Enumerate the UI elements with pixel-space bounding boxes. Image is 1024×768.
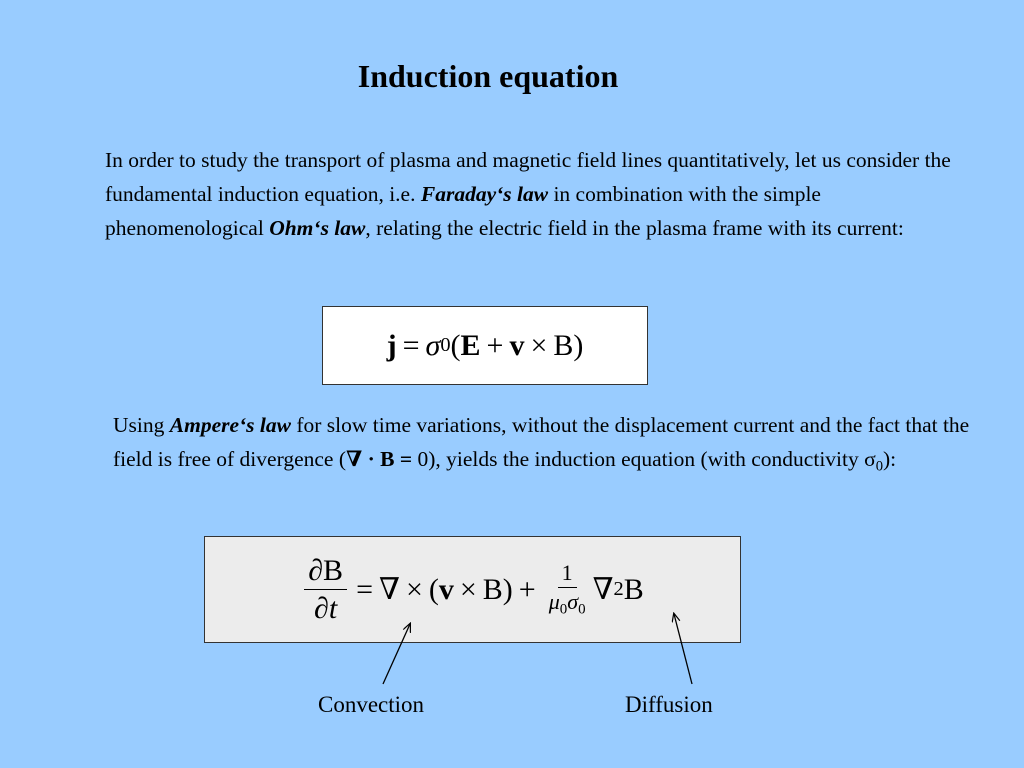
eq1-cross: × xyxy=(530,328,548,362)
eq2-velocity-v: v xyxy=(438,572,454,606)
slide-title: Induction equation xyxy=(357,58,619,94)
mu-symbol: μ xyxy=(548,589,560,615)
eq2-field-b-2: B xyxy=(623,572,644,606)
diffusivity-numerator: 1 xyxy=(557,560,577,589)
time-derivative-fraction: ∂B ∂t xyxy=(304,554,348,625)
laplacian-exponent: 2 xyxy=(613,578,624,600)
diffusivity-fraction: 1 μ0σ0 xyxy=(545,560,590,618)
eq2-close-paren: ) xyxy=(502,572,513,606)
eq1-equals: = xyxy=(402,328,420,362)
eq1-current-j: j xyxy=(386,328,397,362)
ampere-paragraph: Using Ampere‘s law for slow time variati… xyxy=(113,408,973,483)
eq1-sigma: σ xyxy=(425,328,441,362)
eq2-field-b: B xyxy=(482,572,503,606)
frac-denominator: ∂t xyxy=(314,592,338,625)
eq1-plus: + xyxy=(486,328,504,362)
mu-sub: 0 xyxy=(559,601,568,618)
ampere-law-term: Ampere‘s law xyxy=(169,413,291,437)
ampere-text-b: for slow time variations, without the di… xyxy=(113,413,970,471)
eq1-open-paren: ( xyxy=(450,328,461,362)
divergence-expression: ∇ · B = xyxy=(346,447,413,471)
eq2-nabla: ∇ xyxy=(378,573,400,606)
eq1-sigma-sub: 0 xyxy=(440,334,451,356)
eq1-field-e: E xyxy=(460,328,481,362)
eq1-close-paren: ) xyxy=(573,328,584,362)
eq2-open-paren: ( xyxy=(428,572,439,606)
faraday-law-term: Faraday‘s law xyxy=(420,182,549,206)
eq2-plus: + xyxy=(518,572,536,606)
ampere-text-c: 0), yields the induction equation (with … xyxy=(412,447,876,471)
convection-label: Convection xyxy=(318,692,425,717)
sigma-sub: 0 xyxy=(578,601,586,618)
eq1-velocity-v: v xyxy=(509,328,525,362)
laplacian-nabla: ∇ xyxy=(592,573,614,606)
eq1-field-b: B xyxy=(553,328,574,362)
diffusivity-denominator: μ0σ0 xyxy=(545,588,590,618)
conductivity-sub: 0 xyxy=(875,458,884,475)
frac-numerator: ∂B xyxy=(304,554,348,590)
eq2-cross-1: × xyxy=(405,572,423,606)
intro-paragraph: In order to study the transport of plasm… xyxy=(105,143,965,245)
sigma-symbol: σ xyxy=(567,589,579,615)
ampere-text-d: ): xyxy=(883,447,897,471)
ampere-text-a: Using xyxy=(113,413,170,437)
intro-text-c: , relating the electric field in the pla… xyxy=(365,216,904,240)
intro-text-b: in combination with the simple phenomeno… xyxy=(105,182,821,240)
diffusion-label: Diffusion xyxy=(625,692,713,717)
eq2-equals: = xyxy=(356,572,373,606)
intro-text-a: In order to study the transport of plasm… xyxy=(105,148,951,206)
ohm-law-term: Ohm‘s law xyxy=(269,216,366,240)
eq2-cross-2: × xyxy=(459,572,477,606)
